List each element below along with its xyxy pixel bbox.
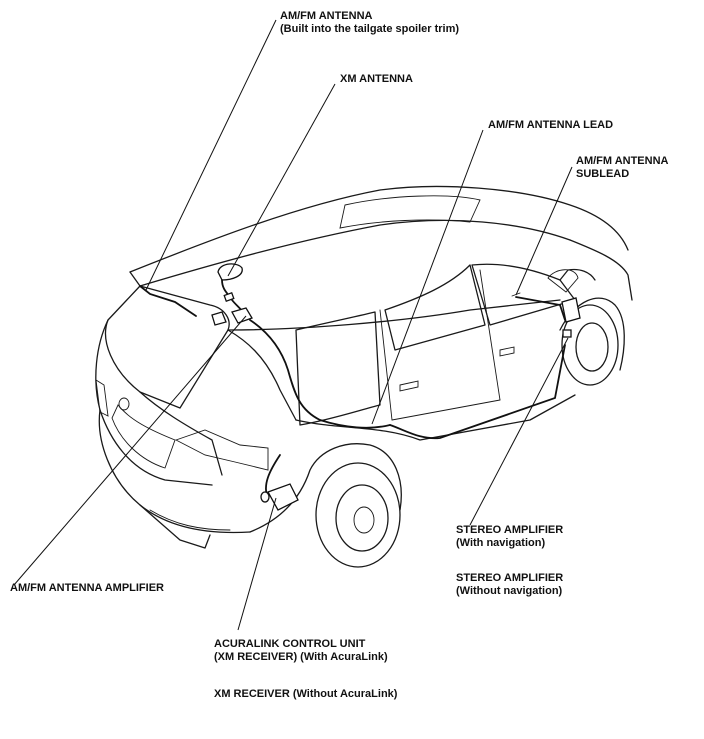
label-am-fm-antenna-sublead-line1: AM/FM ANTENNA	[576, 155, 669, 167]
label-am-fm-antenna-line1: AM/FM ANTENNA	[280, 10, 373, 22]
label-xm-receiver-line1: XM RECEIVER (Without AcuraLink)	[214, 688, 398, 700]
label-am-fm-antenna-line2: (Built into the tailgate spoiler trim)	[280, 23, 460, 35]
antenna-cabling	[139, 263, 581, 511]
stereo-amplifier-body	[561, 297, 581, 323]
label-acuralink-control-unit: ACURALINK CONTROL UNIT (XM RECEIVER) (Wi…	[214, 638, 388, 664]
label-stereo-amplifier-no-nav-line2: (Without navigation)	[456, 585, 563, 597]
label-stereo-amplifier-with-navigation: STEREO AMPLIFIER (With navigation)	[456, 524, 563, 550]
label-stereo-amplifier-no-nav-line1: STEREO AMPLIFIER	[456, 572, 564, 584]
label-stereo-amplifier-without-navigation: STEREO AMPLIFIER (Without navigation)	[456, 572, 563, 598]
label-am-fm-antenna-sublead-line2: SUBLEAD	[576, 168, 630, 180]
label-am-fm-antenna-amplifier-line1: AM/FM ANTENNA AMPLIFIER	[10, 582, 164, 594]
label-am-fm-antenna: AM/FM ANTENNA (Built into the tailgate s…	[280, 10, 459, 36]
label-am-fm-antenna-lead: AM/FM ANTENNA LEAD	[488, 119, 613, 132]
vehicle-body	[95, 185, 633, 568]
label-stereo-amplifier-nav-line2: (With navigation)	[456, 537, 546, 549]
label-xm-antenna: XM ANTENNA	[340, 73, 413, 86]
leader-am-fm-antenna-amplifier	[13, 315, 247, 586]
leader-acuralink-control-unit	[237, 497, 277, 631]
label-stereo-amplifier-nav-line1: STEREO AMPLIFIER	[456, 524, 564, 536]
label-xm-receiver: XM RECEIVER (Without AcuraLink)	[214, 688, 397, 701]
label-acuralink-control-unit-line2: (XM RECEIVER) (With AcuraLink)	[214, 651, 388, 663]
antenna-lead-to-receiver	[249, 319, 321, 421]
label-acuralink-control-unit-line1: ACURALINK CONTROL UNIT	[214, 638, 366, 650]
leader-am-fm-antenna-sublead	[515, 166, 573, 296]
leader-am-fm-antenna-lead	[371, 129, 484, 425]
leader-stereo-amplifier	[469, 337, 569, 526]
am-fm-antenna-element	[139, 285, 197, 317]
acuralink-control-unit-body	[267, 483, 299, 511]
label-xm-antenna-line1: XM ANTENNA	[340, 73, 413, 85]
leader-xm-antenna	[227, 83, 336, 277]
label-am-fm-antenna-sublead: AM/FM ANTENNA SUBLEAD	[576, 155, 668, 181]
label-am-fm-antenna-amplifier: AM/FM ANTENNA AMPLIFIER	[10, 582, 164, 595]
label-am-fm-antenna-lead-line1: AM/FM ANTENNA LEAD	[488, 119, 614, 131]
antenna-amplifier-body	[231, 307, 253, 324]
antenna-sublead-route	[515, 296, 566, 321]
leader-lines	[13, 19, 573, 631]
leader-am-fm-antenna	[145, 19, 277, 291]
